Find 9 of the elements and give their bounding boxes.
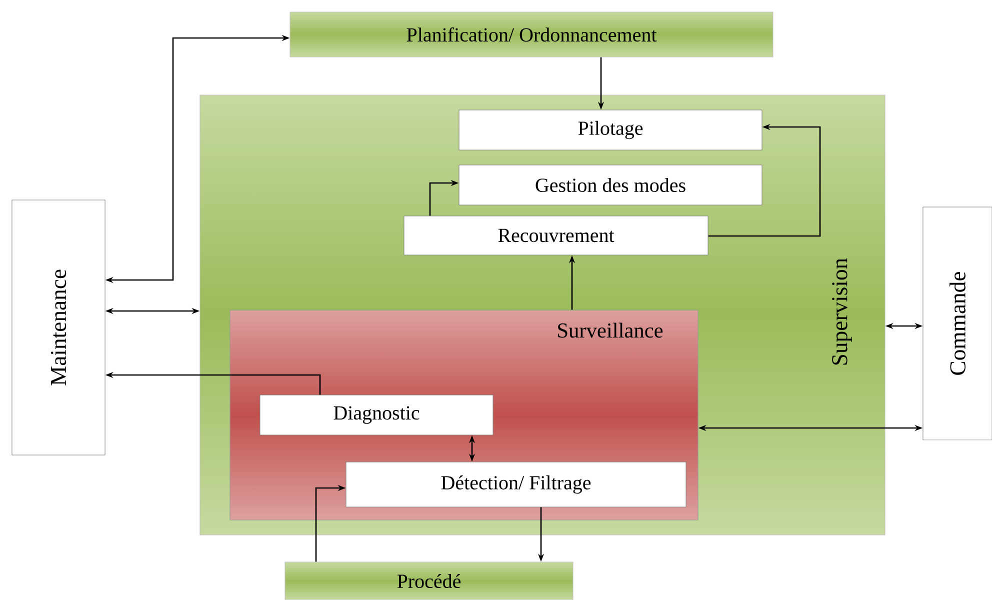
process-box: Commande — [922, 206, 992, 440]
process-box: Recouvrement — [404, 216, 708, 256]
process-box: Pilotage — [458, 110, 762, 150]
process-box: Maintenance — [12, 200, 106, 456]
process-box: Diagnostic — [260, 394, 494, 436]
process-band: Planification/ Ordonnancement — [290, 12, 774, 58]
process-band: Procédé — [284, 562, 574, 600]
process-box: Gestion des modes — [458, 164, 762, 206]
process-box: Détection/ Filtrage — [346, 462, 686, 508]
